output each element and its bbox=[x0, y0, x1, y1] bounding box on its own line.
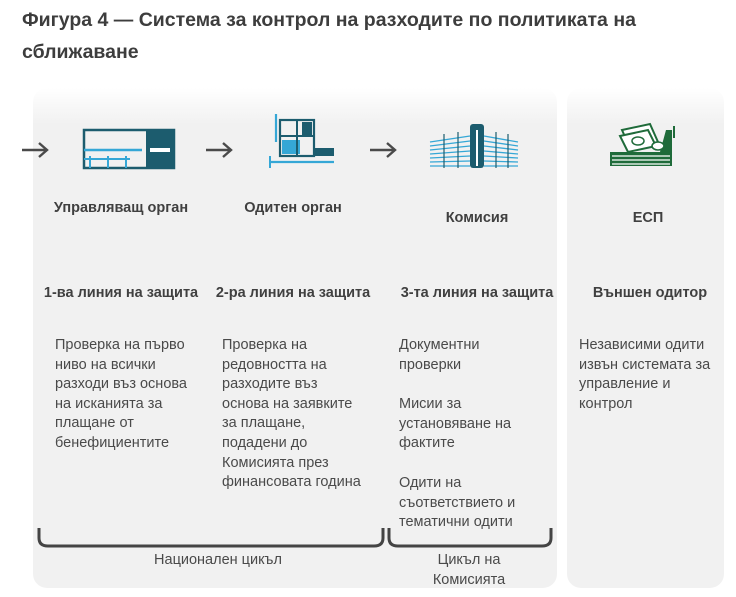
organ-commission: Комисия bbox=[445, 210, 509, 226]
organ-eca: ЕСП bbox=[632, 210, 664, 226]
control-system-panel bbox=[33, 88, 557, 588]
description-item: Независими одити извън системата за упра… bbox=[579, 337, 711, 412]
arrow-right-icon bbox=[370, 142, 397, 158]
arrow-right-icon bbox=[206, 142, 233, 158]
external-auditor-title: Външен одитор bbox=[592, 285, 708, 301]
managing-authority-building-icon bbox=[82, 128, 176, 170]
organ-managing-authority: Управляващ орган bbox=[53, 200, 189, 216]
description-commission: Документни проверки Мисии за установяван… bbox=[399, 336, 544, 553]
line-of-defence-2: 2-ра линия на защита bbox=[215, 285, 371, 301]
commission-cycle-brace bbox=[387, 528, 553, 548]
description-audit-authority: Проверка на редовността на разходите въз… bbox=[222, 336, 367, 513]
description-item: Мисии за установяване на фактите bbox=[399, 396, 512, 452]
external-auditor-panel bbox=[567, 88, 724, 588]
commission-building-icon bbox=[429, 124, 519, 168]
description-managing-authority: Проверка на първо ниво на всички разходи… bbox=[55, 336, 190, 474]
description-item: Одити на съответствието и тематични одит… bbox=[399, 474, 516, 531]
figure-title: Фигура 4 — Система за контрол на разходи… bbox=[22, 9, 636, 63]
organ-audit-authority: Одитен орган bbox=[244, 200, 342, 216]
eca-money-icon bbox=[610, 122, 675, 166]
description-item: Проверка на първо ниво на всички разходи… bbox=[55, 337, 187, 451]
national-cycle-label: Национален цикъл bbox=[154, 552, 282, 568]
line-of-defence-1: 1-ва линия на защита bbox=[43, 285, 199, 301]
audit-authority-building-icon bbox=[269, 114, 334, 168]
description-item: Проверка на редовността на разходите въз… bbox=[222, 337, 361, 491]
commission-cycle-label: Цикъл на Комисията bbox=[432, 552, 506, 588]
arrow-right-icon bbox=[22, 142, 49, 158]
description-eca: Независими одити извън системата за упра… bbox=[579, 336, 724, 434]
national-cycle-brace bbox=[37, 528, 385, 548]
description-item: Документни проверки bbox=[399, 337, 480, 373]
line-of-defence-3: 3-та линия на защита bbox=[400, 285, 554, 301]
